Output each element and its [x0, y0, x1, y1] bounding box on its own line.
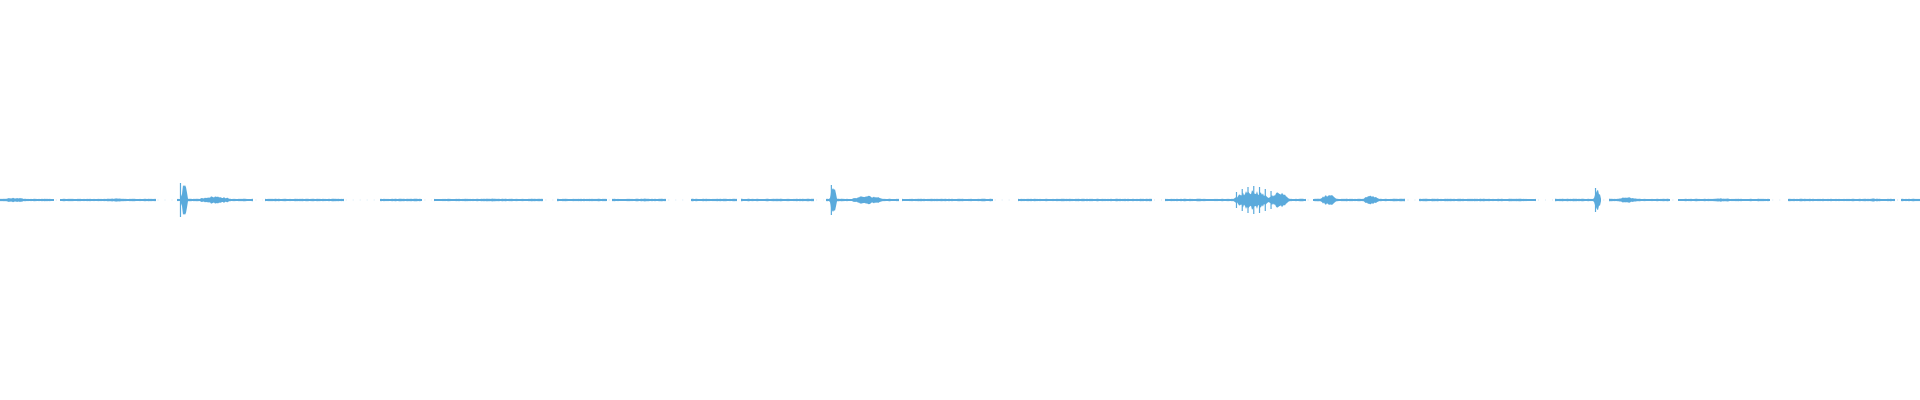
waveform-segment — [902, 198, 993, 202]
waveform-segment — [60, 198, 156, 202]
waveform-segment — [434, 198, 543, 202]
waveform-segment — [741, 198, 814, 202]
waveform-segment — [1419, 198, 1536, 202]
waveform-segment — [1018, 198, 1152, 202]
waveform-segment — [177, 185, 253, 215]
waveform-segment — [612, 198, 666, 202]
waveform-segment — [826, 188, 899, 212]
waveform-segment — [1165, 190, 1306, 210]
waveform-segment — [0, 197, 54, 203]
waveform-segment — [380, 198, 422, 202]
waveform-segment — [265, 198, 344, 202]
waveform-segment — [1678, 198, 1770, 202]
waveform-segment — [1555, 189, 1601, 211]
waveform-segment — [1901, 198, 1920, 202]
waveform-segment — [557, 198, 607, 202]
waveform-segment — [1313, 195, 1405, 205]
waveform-segment — [1788, 198, 1895, 202]
waveform-segment — [1609, 197, 1670, 203]
waveform-segment — [691, 198, 737, 202]
